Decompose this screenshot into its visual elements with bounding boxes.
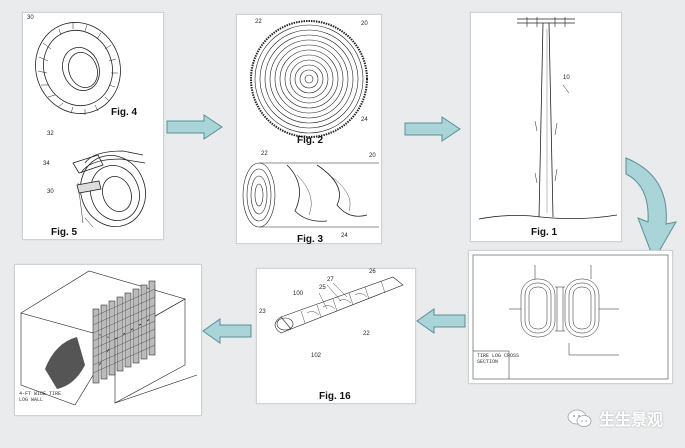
ref-102: 102	[311, 353, 322, 359]
wall-caption: 4-FT WIDE TIRE LOG WALL	[19, 391, 62, 403]
fig4-label: Fig. 4	[111, 107, 138, 118]
title-block-line-2: SECTION	[477, 359, 499, 365]
fig16-label: Fig. 16	[319, 391, 351, 402]
arrow-left-icon	[416, 308, 466, 334]
arrow-right-icon	[166, 114, 223, 140]
ref-27: 27	[327, 277, 334, 283]
tire-log-drawing	[274, 276, 404, 334]
ref-20-fig3: 20	[369, 153, 376, 159]
panel-cross-section: TIRE LOG CROSS SECTION	[468, 250, 673, 384]
panel-tire-log-wall: 4-FT WIDE TIRE LOG WALL	[14, 264, 202, 416]
utility-pole-drawing	[478, 17, 618, 220]
title-block-line-1: TIRE LOG CROSS	[477, 353, 520, 359]
ref-30a: 30	[27, 15, 34, 21]
panel-fig2-fig3: 22 20 24 Fig. 2 22 20 24 Fig. 3	[236, 14, 382, 245]
ref-23: 23	[259, 309, 266, 315]
arrow-right-icon	[404, 116, 461, 142]
ref-10: 10	[563, 75, 570, 81]
ref-24-fig3: 24	[341, 233, 348, 239]
fig3-label: Fig. 3	[297, 234, 324, 245]
fig1-label: Fig. 1	[531, 227, 558, 238]
title-block: TIRE LOG CROSS SECTION	[477, 353, 519, 365]
watermark-text: 生生景观	[598, 410, 663, 429]
arrow-left-icon	[202, 318, 252, 344]
tire-log-wall-drawing	[20, 270, 198, 406]
ref-20-fig2: 20	[361, 21, 368, 27]
arrow-curved-down-icon	[625, 157, 677, 262]
tire-sidewall-drawing	[35, 22, 146, 228]
panel-fig4-fig5: 30 Fig. 4 32 34 30 Fig. 5	[22, 12, 164, 240]
ref-22-fig3: 22	[261, 151, 268, 157]
ref-22-fig2: 22	[255, 19, 262, 25]
ref-34: 34	[43, 161, 50, 167]
tire-log-cross-section-drawing	[472, 254, 669, 380]
ref-24-fig2: 24	[361, 117, 368, 123]
tire-coil-drawing	[242, 20, 379, 228]
wechat-icon	[567, 409, 592, 427]
ref-30b: 30	[47, 189, 54, 195]
watermark: 生生景观	[567, 406, 663, 430]
ref-100: 100	[293, 291, 304, 297]
ref-26: 26	[369, 269, 376, 275]
fig2-label: Fig. 2	[297, 135, 324, 146]
fig5-label: Fig. 5	[51, 227, 78, 238]
panel-fig1: 10 Fig. 1	[470, 12, 622, 242]
panel-fig16: 26 27 25 100 23 22 102 Fig. 16	[256, 268, 416, 404]
ref-25: 25	[319, 285, 326, 291]
ref-32: 32	[47, 131, 54, 137]
ref-22: 22	[363, 331, 370, 337]
